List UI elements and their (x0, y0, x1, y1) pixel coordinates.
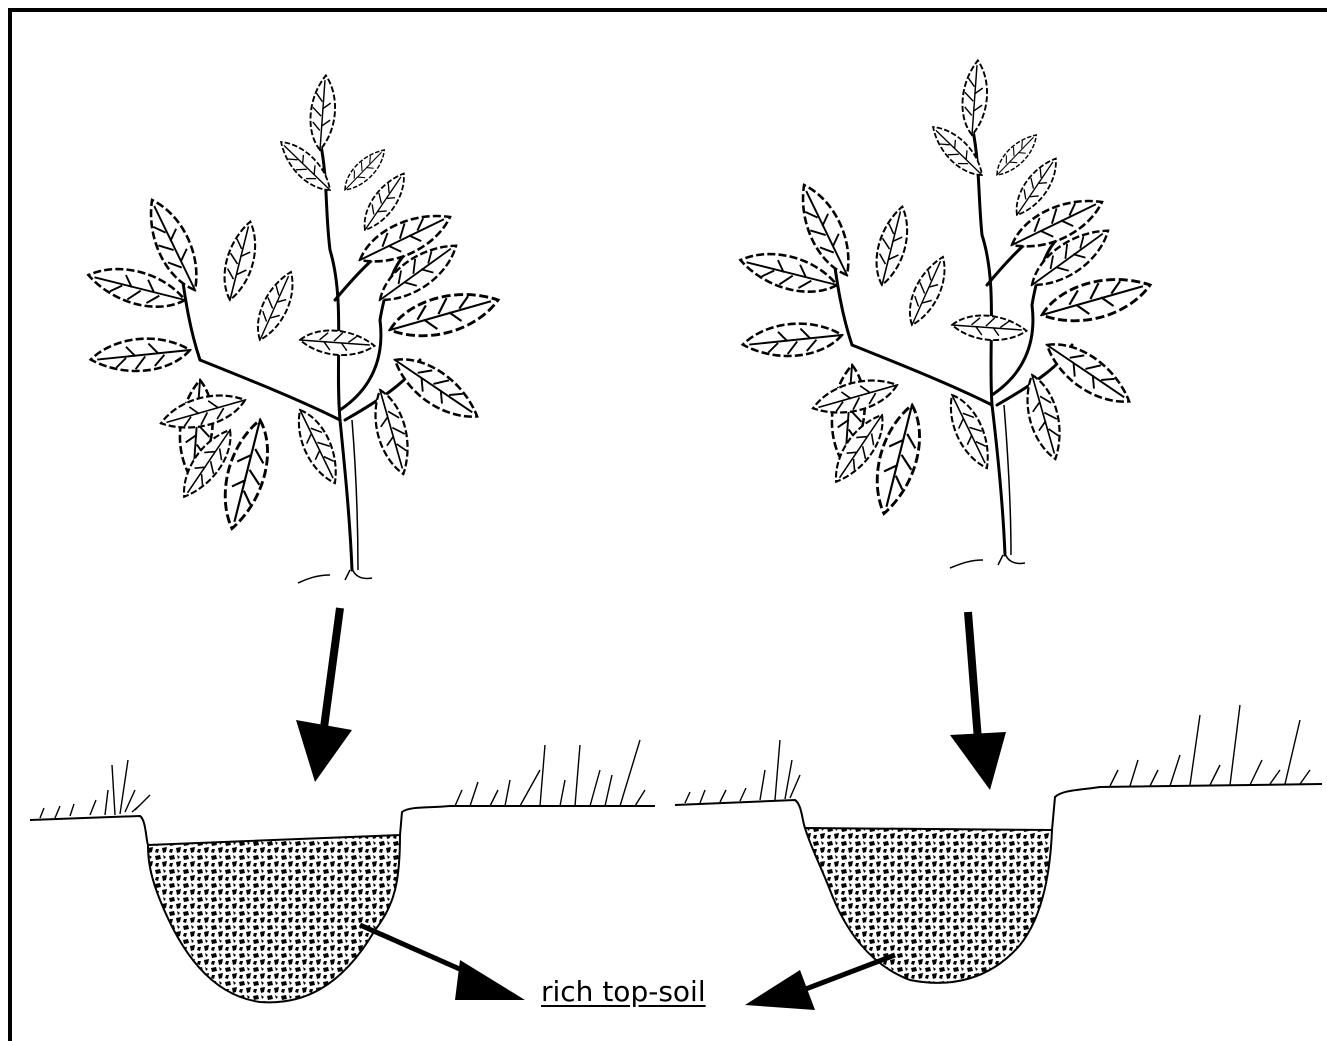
right-down-arrow (950, 612, 1006, 790)
left-soil-hole (148, 835, 400, 1002)
left-ground-with-hole (30, 740, 655, 1002)
left-pointer-arrow (360, 925, 525, 1000)
left-down-arrow (296, 608, 352, 782)
rich-top-soil-label: rich top-soil (541, 975, 706, 1008)
left-plant-illustration (85, 74, 503, 583)
right-pointer-arrow (745, 955, 895, 1010)
right-soil-hole (805, 828, 1052, 983)
right-plant-illustration (737, 59, 1155, 568)
